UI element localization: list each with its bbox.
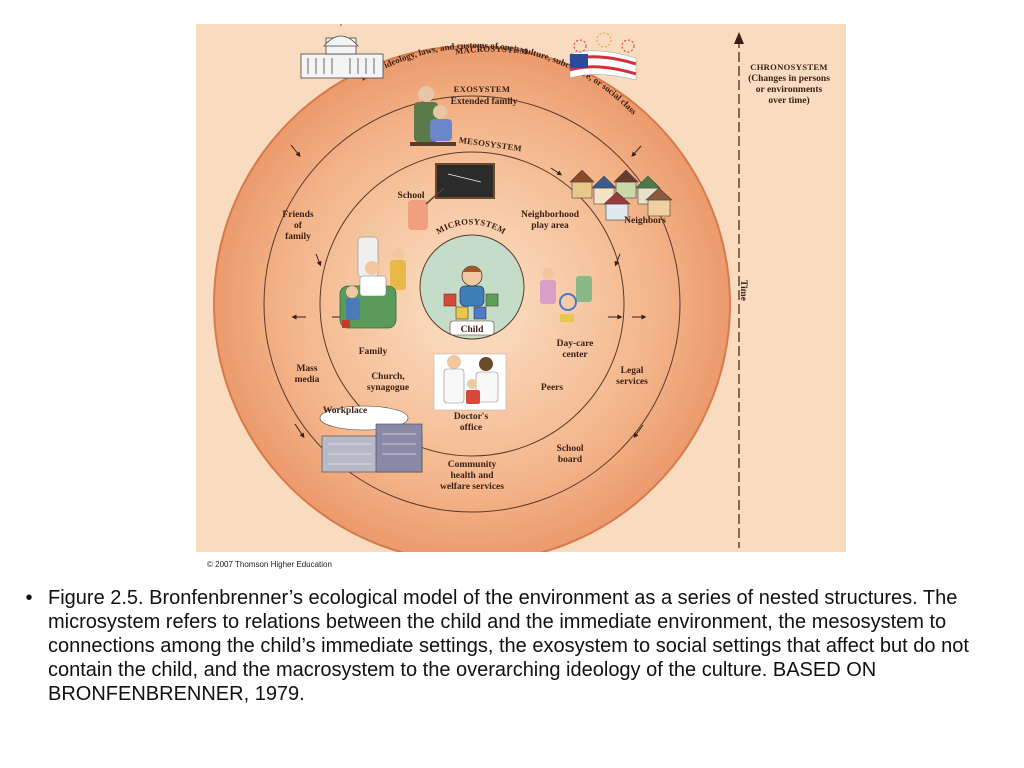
mass-media-label-1: Mass xyxy=(296,364,317,374)
workplace-label: Workplace xyxy=(323,406,367,416)
caption-text: Figure 2.5. Bronfenbrenner’s ecological … xyxy=(48,587,969,705)
child-label-box xyxy=(449,320,495,336)
family-illustration xyxy=(339,223,406,329)
school-board-label-1: School xyxy=(557,444,584,454)
chronosystem-line-3: over time) xyxy=(768,95,809,106)
friends-label-1: Friends xyxy=(282,210,313,220)
school-illustration xyxy=(408,163,495,230)
ecological-model-figure: MACROSYSTEM Broad ideology, laws, and cu… xyxy=(196,24,846,552)
flag-fireworks-illustration xyxy=(569,32,637,81)
child-label: Child xyxy=(461,325,484,335)
school-board-label-2: board xyxy=(558,455,583,465)
community-label-2: health and xyxy=(450,471,494,481)
neighbors-label: Neighbors xyxy=(624,216,666,226)
friends-label-2: of xyxy=(294,221,303,231)
macrosystem-title: MACROSYSTEM xyxy=(454,44,528,57)
copyright-notice: © 2007 Thomson Higher Education xyxy=(207,560,332,569)
community-label-3: welfare services xyxy=(440,482,504,492)
ecological-diagram: MACROSYSTEM Broad ideology, laws, and cu… xyxy=(213,24,830,552)
daycare-illustration xyxy=(540,264,592,322)
exosystem-ring xyxy=(263,95,681,513)
chronosystem-axis xyxy=(734,32,744,548)
neighborhood-label: Neighborhood xyxy=(521,210,580,220)
neighborhood-label-2: play area xyxy=(531,221,569,231)
neighbors-illustration xyxy=(569,169,673,221)
exosystem-title: EXOSYSTEM xyxy=(454,84,511,94)
friends-label-3: family xyxy=(285,232,311,242)
doctor-label-2: office xyxy=(460,423,482,433)
chronosystem-line-1: (Changes in persons xyxy=(748,73,830,84)
doctor-illustration xyxy=(433,353,507,411)
daycare-label-2: center xyxy=(562,350,588,360)
figure-caption: • Figure 2.5. Bronfenbrenner’s ecologica… xyxy=(10,586,995,706)
chronosystem-line-2: or environments xyxy=(756,85,823,95)
legal-label-2: services xyxy=(616,377,648,387)
bullet-marker: • xyxy=(25,587,33,609)
mass-media-label-2: media xyxy=(295,375,320,385)
church-label-2: synagogue xyxy=(367,383,409,393)
exosystem-subtitle: Extended family xyxy=(451,97,518,107)
extended-family-illustration xyxy=(410,86,456,146)
ring-arrows xyxy=(290,144,647,439)
workplace-illustration xyxy=(319,405,423,473)
peers-label: Peers xyxy=(541,383,563,393)
chronosystem-title: CHRONOSYSTEM xyxy=(750,62,828,72)
legal-label-1: Legal xyxy=(621,366,644,376)
community-label-1: Community xyxy=(448,460,497,470)
family-label: Family xyxy=(359,347,388,357)
time-label: Time xyxy=(738,280,748,301)
daycare-label-1: Day-care xyxy=(557,339,594,349)
doctor-label-1: Doctor's xyxy=(454,412,489,422)
church-label-1: Church, xyxy=(371,372,405,382)
school-label: School xyxy=(398,191,425,201)
mesosystem-ring xyxy=(319,151,625,457)
capitol-illustration xyxy=(300,24,384,79)
child-illustration xyxy=(443,265,499,320)
